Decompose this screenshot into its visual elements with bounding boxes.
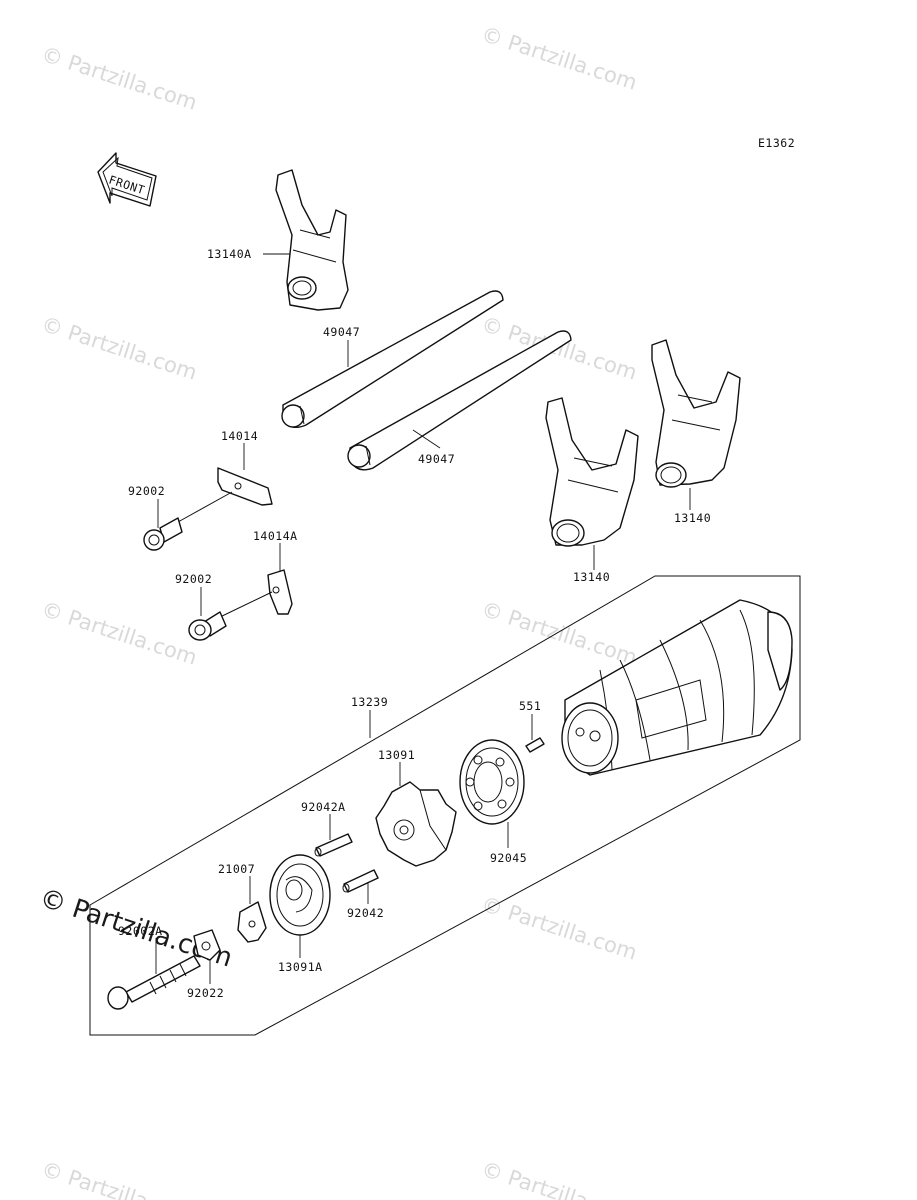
part-label-pin-92042: 92042 — [347, 906, 384, 920]
plate-14014a — [267, 569, 293, 615]
part-label-fork-c: 13140 — [674, 511, 711, 525]
part-label-cam: 13091A — [278, 960, 323, 974]
shift-fork-13140-upper — [651, 339, 741, 488]
part-label-plate-b: 14014A — [253, 529, 298, 543]
shift-drum — [561, 599, 793, 776]
part-label-holder: 21007 — [218, 862, 255, 876]
holder-21007 — [237, 901, 267, 943]
gear-13091 — [375, 781, 457, 867]
bolt-92002a — [107, 955, 201, 1010]
part-label-fork-a: 13140A — [207, 247, 252, 261]
plate-14014 — [217, 467, 273, 506]
shift-fork-13140a — [275, 169, 349, 311]
watermark: © Partzilla.com — [38, 597, 200, 670]
watermark: © Partzilla.com — [38, 42, 200, 115]
part-label-collar: 92022 — [187, 986, 224, 1000]
part-label-rod-1: 49047 — [323, 325, 360, 339]
bearing-92045 — [459, 739, 525, 825]
pin-92042 — [342, 869, 379, 893]
pin-92042a — [314, 833, 353, 857]
bolt-92002-upper — [143, 491, 233, 551]
part-label-pin-92042a: 92042A — [301, 800, 346, 814]
cam-13091a — [269, 854, 331, 936]
watermark: © Partzilla.com — [478, 597, 640, 670]
bolt-92002-lower — [188, 591, 273, 641]
shift-fork-13140-lower — [545, 397, 639, 547]
part-label-bolt-b: 92002 — [175, 572, 212, 586]
part-label-pin-551: 551 — [519, 699, 541, 713]
watermark: © Partzilla.com — [38, 1157, 200, 1200]
assembly-box-13239 — [89, 575, 801, 1036]
part-label-bearing: 92045 — [490, 851, 527, 865]
watermark: © Partzilla.com — [38, 312, 200, 385]
front-arrow-icon: FRONT — [97, 152, 157, 207]
shift-rod-1 — [281, 290, 504, 428]
collar-92022 — [193, 929, 221, 961]
pin-551 — [525, 737, 545, 753]
part-label-plate-a: 14014 — [221, 429, 258, 443]
watermark: © Partzilla.com — [478, 1157, 640, 1200]
part-label-bolt-92002a: 92002A — [118, 924, 163, 938]
diagram-code: E1362 — [758, 136, 795, 150]
part-label-rod-2: 49047 — [418, 452, 455, 466]
watermark: © Partzilla.com — [478, 892, 640, 965]
shift-rod-2 — [347, 330, 572, 471]
watermark: © Partzilla.com — [478, 22, 640, 95]
part-label-gear: 13091 — [378, 748, 415, 762]
part-label-drum-assembly: 13239 — [351, 695, 388, 709]
part-label-fork-b: 13140 — [573, 570, 610, 584]
part-label-bolt-a: 92002 — [128, 484, 165, 498]
